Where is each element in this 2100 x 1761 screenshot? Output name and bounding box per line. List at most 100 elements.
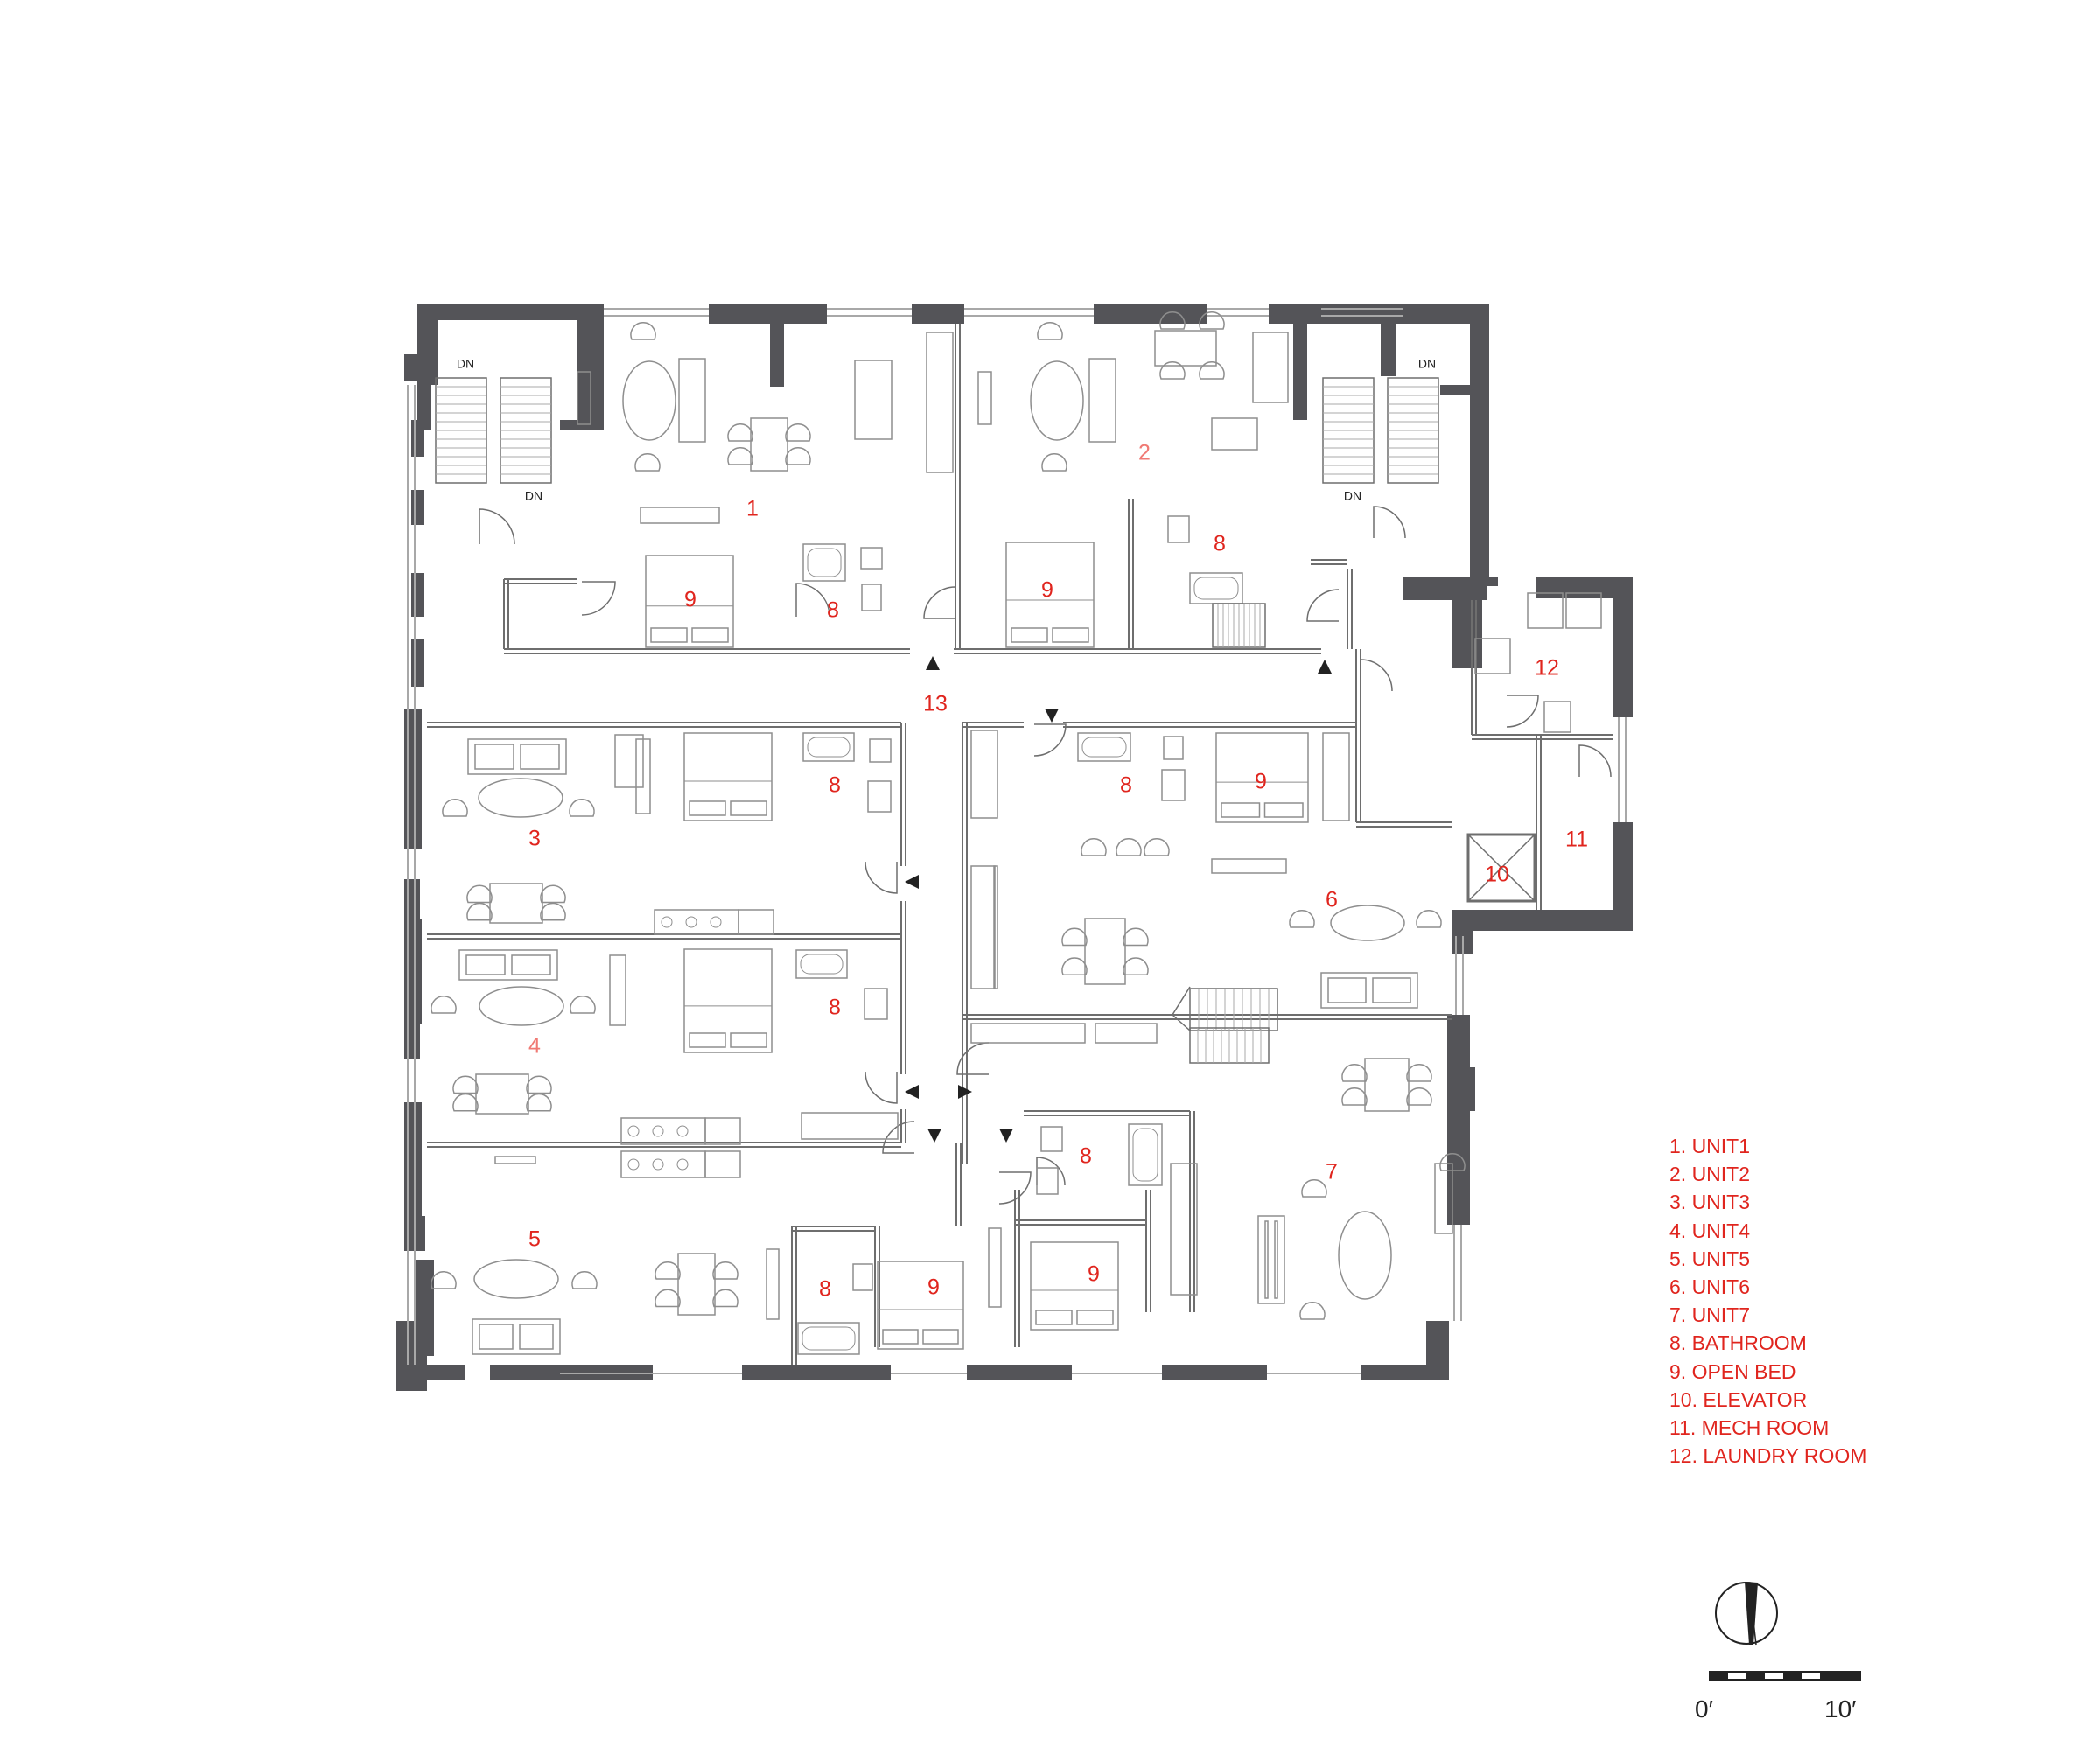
stair-label-dn: DN [457,357,474,371]
exterior-wall [1269,304,1321,324]
room-label-open-bed: 9 [1088,1262,1100,1287]
room-label-unit4: 4 [528,1034,541,1059]
legend-item: 8. BATHROOM [1670,1331,1807,1355]
sofa-cushion [1274,1220,1278,1299]
sink [1163,736,1184,760]
exterior-wall [1614,577,1633,717]
chair [466,902,493,921]
toilet [852,1263,873,1291]
door-swing [479,508,515,545]
room-label-open-bed: 9 [1255,770,1267,794]
pillow [1052,627,1089,643]
door-swing [1033,723,1067,757]
media-console [640,507,720,524]
pillow [689,1032,726,1048]
counter-edge [993,865,996,989]
chair [569,799,595,817]
bathtub-basin [1132,1128,1158,1182]
bathtub-basin [1194,577,1239,600]
media-console [1434,1163,1453,1234]
door-swing [1306,589,1340,622]
bathtub [1077,732,1131,762]
door-swing [864,861,898,894]
pillow [1035,1310,1073,1325]
toilet [1161,769,1186,801]
sink [860,547,883,570]
washer [1527,592,1564,629]
chair [571,1271,598,1289]
chair [540,902,566,921]
stair-turn [1172,986,1191,1031]
room-label-laundry-room: 12 [1535,656,1559,681]
exterior-wall [1440,385,1486,395]
room-label-unit2: 2 [1138,441,1151,465]
sofa [1320,972,1418,1009]
chair [727,423,753,442]
stove-burner [627,1158,640,1171]
chair [1341,1087,1368,1106]
door-swing [998,1171,1032,1205]
dining-table [489,883,543,924]
room-label-bathroom: 8 [1080,1144,1092,1169]
kitchen-island [854,360,892,440]
door-swing [1506,695,1539,728]
chair [1061,927,1088,947]
chair [430,1271,457,1289]
pillow [691,627,729,643]
door-swing [956,1042,990,1075]
pillow [730,1032,767,1048]
pillow [650,627,688,643]
bed [683,948,773,1053]
stove-burner [710,916,722,928]
legend-item: 6. UNIT6 [1670,1275,1751,1299]
exterior-wall [1162,1365,1267,1380]
sofa-cushion [1264,1220,1269,1299]
door-swing [923,586,956,619]
exterior-wall [1465,1067,1475,1111]
kitchen-counter [970,865,998,989]
door-swing [1036,1157,1066,1186]
sink [1040,1126,1063,1152]
wardrobe [577,371,592,425]
facade-pier [411,490,424,525]
door-swing [882,1121,915,1154]
laundry-sink [1474,638,1511,674]
room-labels: 1 2 3 4 5 6 7 8 8 8 8 8 8 8 9 9 9 9 9 10… [528,441,1588,1302]
legend-item: 10. ELEVATOR [1670,1387,1808,1411]
room-label-bathroom: 8 [1120,773,1132,798]
room-label-unit7: 7 [1326,1160,1338,1184]
door-swing [1360,659,1393,692]
dining-table [1154,330,1217,367]
legend-item: 7. UNIT7 [1670,1303,1751,1327]
pillow [1076,1310,1114,1325]
exterior-wall [1293,324,1307,420]
laundry-table [1544,701,1572,733]
sofa-cushion [519,1324,554,1350]
exterior-wall [912,304,964,324]
wardrobe [988,1227,1002,1308]
scale-bar-icon [1709,1671,1861,1681]
kitchen-sink [704,1150,741,1178]
chair [1041,453,1068,472]
exterior-wall [490,1365,560,1380]
direction-arrow-icon [999,1129,1013,1143]
chair [630,322,656,340]
pillow [1011,627,1048,643]
chair [452,1093,479,1112]
wardrobe [1322,732,1350,821]
coffee-table [473,1259,559,1299]
stove-burner [652,1158,664,1171]
wardrobe [609,954,626,1026]
stairs [435,377,1439,1064]
stove-burner [676,1158,689,1171]
room-label-bathroom: 8 [827,598,839,623]
room-label-unit3: 3 [528,827,541,851]
facade-pier [404,879,420,932]
room-label-open-bed: 9 [684,588,696,612]
sofa-cushion [511,954,551,975]
direction-arrow-icon [1318,660,1332,674]
legend-item: 12. LAUNDRY ROOM [1670,1444,1867,1468]
exterior-wall [1479,577,1498,586]
legend-item: 2. UNIT2 [1670,1163,1751,1186]
exterior-wall [560,420,604,430]
